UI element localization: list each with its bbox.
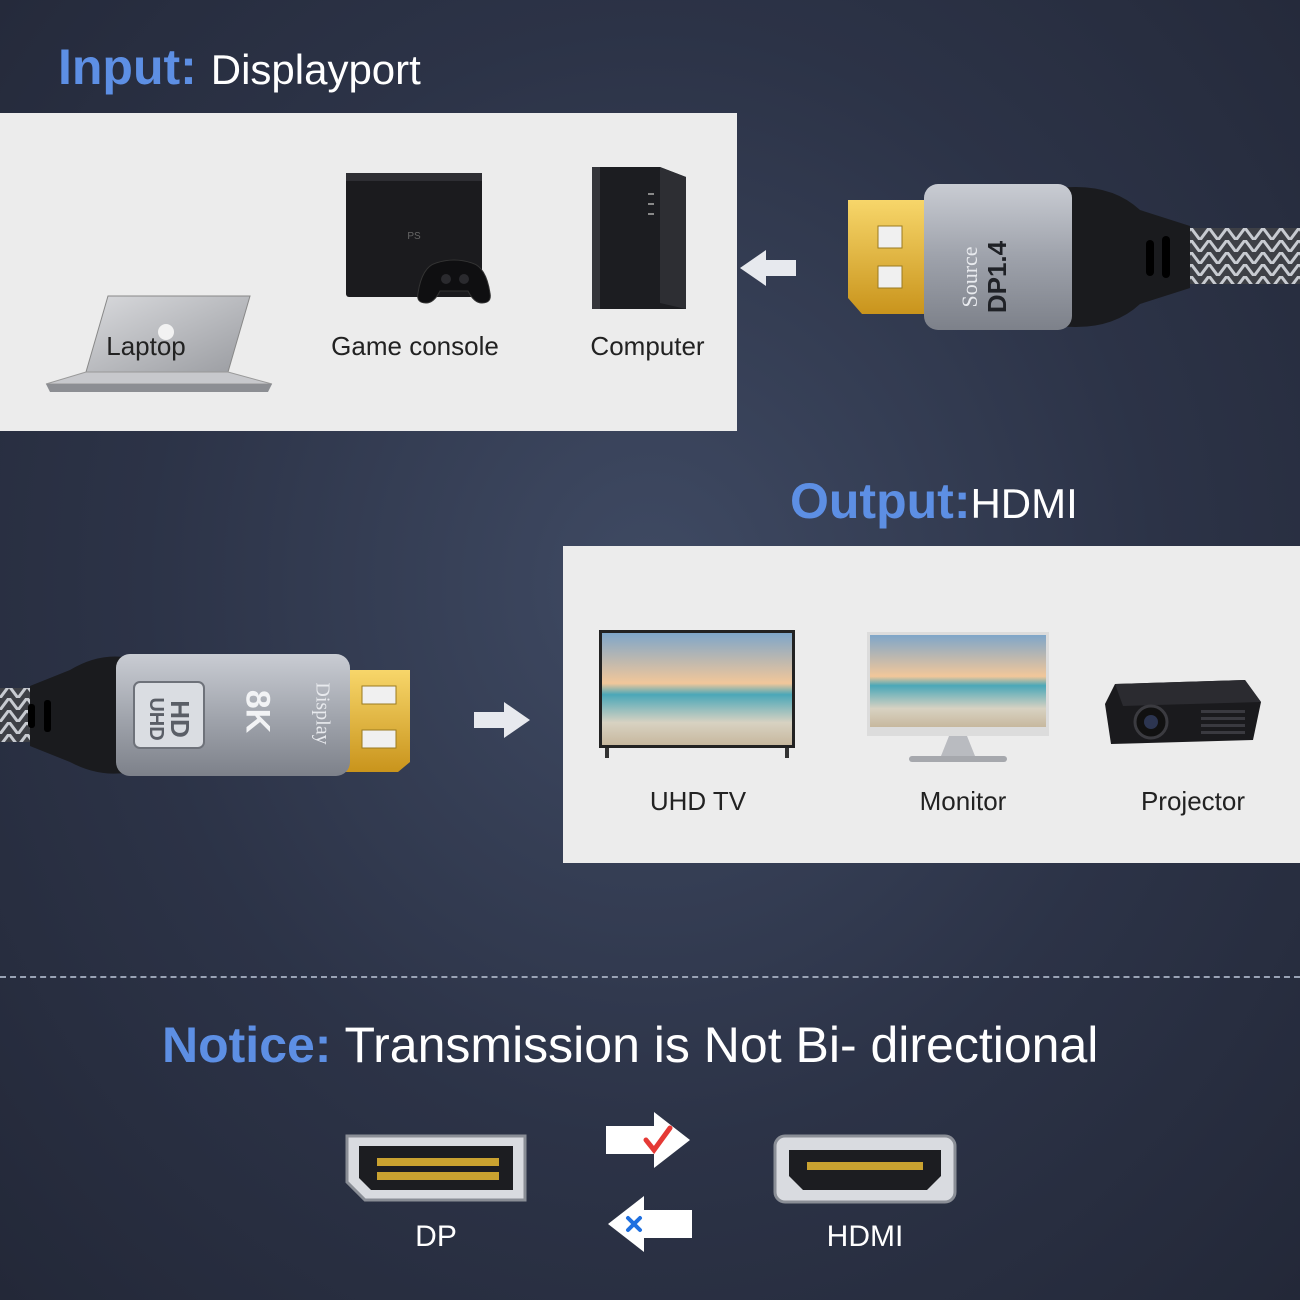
tv-icon <box>599 630 795 758</box>
device-label-laptop: Laptop <box>106 331 186 361</box>
game-console-icon: PS <box>346 173 491 304</box>
output-value: HDMI <box>970 480 1078 527</box>
hdmi-display-label: Display <box>311 682 334 745</box>
dp-source-label: Source <box>957 246 982 308</box>
hdmi-port-label: HDMI <box>826 1220 904 1253</box>
arrow-left-cross-icon <box>608 1196 692 1252</box>
output-devices-panel: UHD TV Monitor Projector <box>563 546 1300 863</box>
output-key: Output: <box>790 473 971 529</box>
notice-heading: Notice: Transmission is Not Bi- directio… <box>162 1016 1098 1074</box>
device-label-game-console: Game console <box>331 331 499 361</box>
device-label-computer: Computer <box>590 331 705 361</box>
arrow-left-icon <box>740 250 796 286</box>
device-label-projector: Projector <box>1140 786 1246 816</box>
hdmi-badge-hd: HD <box>165 700 195 738</box>
monitor-icon <box>867 632 1049 762</box>
input-devices-panel: Laptop PS Game console Computer <box>0 113 737 431</box>
device-label-uhd-tv: UHD TV <box>649 786 747 816</box>
laptop-icon <box>45 295 273 392</box>
dp-connector-label-group: Source DP1.4 <box>957 222 1012 332</box>
dp-port-label: DP <box>415 1220 457 1253</box>
input-heading: Input: Displayport <box>58 38 421 96</box>
dp-cable-connector <box>848 184 1300 330</box>
input-value: Displayport <box>210 46 421 93</box>
output-heading: Output:HDMI <box>790 472 1078 530</box>
input-key: Input: <box>58 39 197 95</box>
hdmi-badge-uhd: UHD <box>145 697 167 741</box>
hdmi-resolution-label: 8K <box>238 689 277 734</box>
arrow-right-icon <box>474 702 530 738</box>
notice-text: Transmission is Not Bi- directional <box>344 1017 1099 1073</box>
device-label-monitor: Monitor <box>919 786 1007 816</box>
notice-key: Notice: <box>162 1017 332 1073</box>
svg-text:PS: PS <box>407 231 421 242</box>
hdmi-badge-group: HD UHD <box>145 675 195 763</box>
hdmi-cable-connector <box>0 654 410 776</box>
computer-tower-icon <box>592 167 686 309</box>
dp-port-icon <box>345 1134 527 1202</box>
hdmi-port-icon <box>773 1134 957 1204</box>
dp-version-label: DP1.4 <box>982 240 1012 314</box>
section-divider <box>0 976 1300 978</box>
arrow-right-check-icon <box>606 1112 690 1168</box>
projector-icon <box>1105 680 1261 744</box>
